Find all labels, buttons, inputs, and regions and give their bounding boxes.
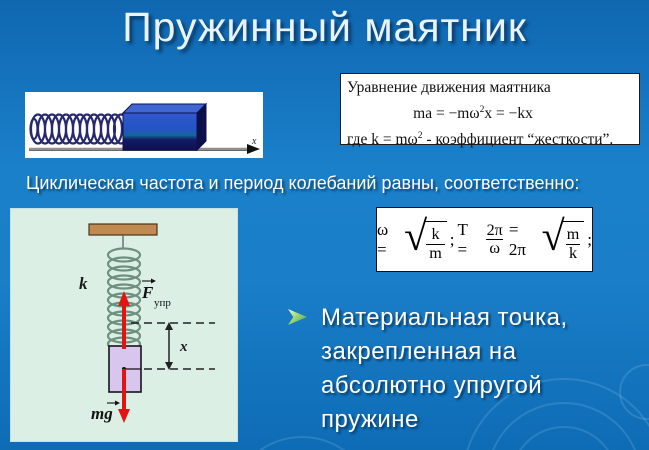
equation-line: ma = −mω2x = −kx (413, 104, 533, 123)
bullet-line: абсолютно упругой (321, 372, 543, 399)
displacement-arrow (165, 322, 173, 370)
separator: ; (587, 229, 592, 249)
bullet-line: пружине (321, 406, 419, 433)
dashed-reference-lines (131, 322, 215, 370)
horizontal-spring (29, 113, 130, 145)
equation-box-motion: Уравнение движения маятника ma = −mω2x =… (340, 73, 640, 148)
period-lhs: T = (457, 219, 468, 259)
bullet-line: Материальная точка, (321, 304, 568, 331)
force-subscript: упр (154, 297, 171, 309)
arrowhead-bullet-icon (288, 309, 307, 325)
axis-arrow-icon (247, 144, 260, 154)
equation-note: где k = mω2 - коэффициент “жесткости”. (347, 130, 614, 149)
subheading-text: Циклическая частота и период колебаний р… (26, 173, 580, 193)
slide-title: Пружинный маятник (122, 4, 527, 50)
gravity-arrow (118, 369, 130, 423)
axis-label: x (251, 136, 257, 147)
ripple-decoration (228, 436, 376, 450)
weight-symbol: mg (91, 404, 113, 423)
ceiling-mount (88, 223, 158, 249)
elastic-force-arrow (118, 291, 130, 349)
horizontal-spring-svg: x (29, 102, 260, 154)
bullet-line: закрепленная на (321, 338, 517, 365)
equation-title: Уравнение движения маятника (347, 79, 551, 96)
gravity-label: mg (91, 400, 120, 423)
separator: ; (449, 229, 455, 249)
vertical-pendulum-svg: k x F (79, 223, 215, 423)
horizontal-spring-figure: x (25, 92, 263, 158)
omega-lhs: ω = (377, 219, 389, 259)
equals-2pi: = 2π (508, 219, 526, 259)
elastic-force-label: F упр (141, 278, 171, 309)
bullet-block: Материальная точка, закрепленная на абсо… (288, 301, 640, 437)
bullet-text: Материальная точка, закрепленная на абсо… (321, 301, 568, 437)
displacement-label: x (179, 339, 188, 355)
force-symbol: F (141, 283, 154, 302)
mass-block-3d (121, 102, 208, 152)
vertical-pendulum-figure: k x F (10, 208, 238, 442)
stiffness-label: k (79, 274, 88, 293)
